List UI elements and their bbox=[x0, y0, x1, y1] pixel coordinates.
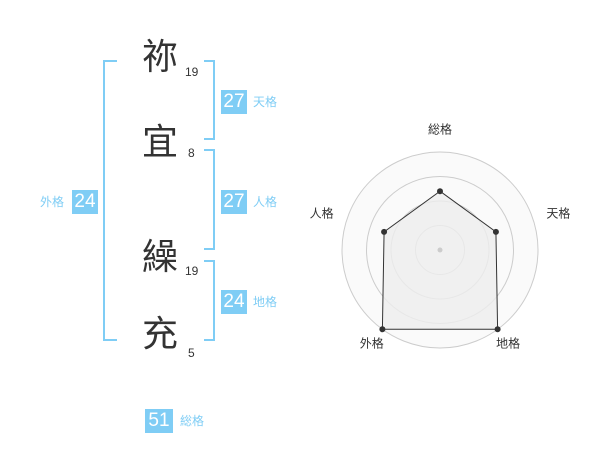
radar-point-5 bbox=[381, 228, 388, 235]
radar-point-4 bbox=[379, 326, 386, 333]
radar-polygon bbox=[381, 190, 499, 330]
name-char-3-strokes: 19 bbox=[185, 264, 199, 278]
name-char-3: 繰 bbox=[142, 237, 179, 278]
jinkaku-value: 27 bbox=[221, 190, 247, 214]
soukaku-label: 総格 bbox=[180, 414, 205, 428]
radar-center-dot bbox=[437, 247, 443, 253]
radar-point-3 bbox=[494, 326, 501, 333]
jinkaku-bracket bbox=[204, 149, 215, 250]
name-char-2: 宜 bbox=[142, 122, 179, 163]
radar-point-2 bbox=[492, 228, 499, 235]
chikaku-label: 地格 bbox=[253, 295, 278, 309]
tenkaku-label: 天格 bbox=[253, 95, 278, 109]
radar-axis-label-3: 地格 bbox=[496, 335, 520, 350]
chikaku-bracket bbox=[204, 260, 215, 341]
name-char-1: 祢 bbox=[142, 37, 179, 78]
soukaku-value: 51 bbox=[145, 409, 173, 433]
name-char-4: 充 bbox=[142, 314, 179, 355]
radar-area bbox=[379, 188, 501, 333]
gaikaku-bracket bbox=[103, 60, 117, 341]
radar-axis-label-5: 人格 bbox=[310, 206, 334, 221]
gaikaku-label: 外格 bbox=[40, 195, 65, 209]
chikaku-value: 24 bbox=[221, 290, 247, 314]
name-char-2-strokes: 8 bbox=[188, 146, 195, 160]
radar-axis-label-2: 天格 bbox=[546, 206, 570, 221]
jinkaku-label: 人格 bbox=[253, 195, 278, 209]
name-char-4-strokes: 5 bbox=[188, 346, 195, 360]
tenkaku-value: 27 bbox=[221, 90, 247, 114]
tenkaku-bracket bbox=[204, 60, 215, 140]
radar-axis-label-1: 総格 bbox=[428, 122, 452, 137]
name-char-1-strokes: 19 bbox=[185, 65, 199, 79]
radar-point-1 bbox=[437, 188, 443, 195]
radar-axis-label-4: 外格 bbox=[360, 335, 384, 350]
gaikaku-value: 24 bbox=[72, 190, 98, 214]
